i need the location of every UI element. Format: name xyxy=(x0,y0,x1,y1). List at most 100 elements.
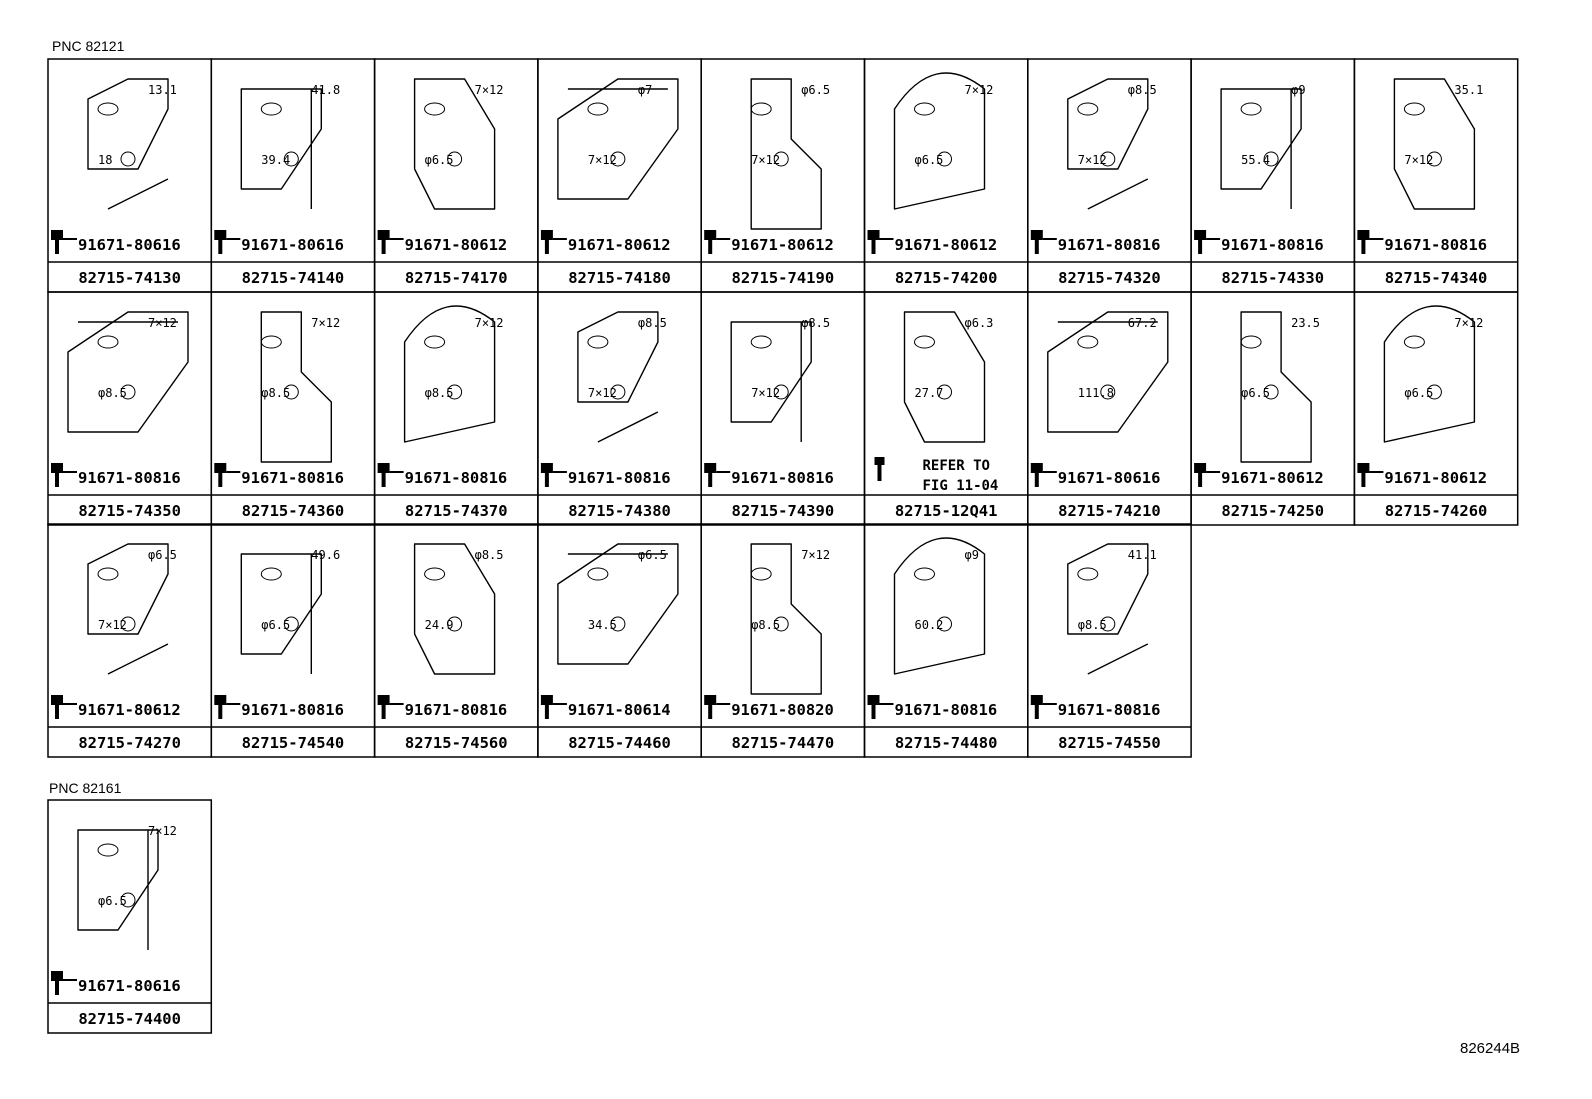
dimension-annotation: 7×12 xyxy=(588,153,617,167)
bolt-part-number: 91671-80816 xyxy=(1058,701,1161,719)
dimension-annotation: 7×12 xyxy=(1404,153,1433,167)
dimension-annotation: φ9 xyxy=(1291,83,1305,97)
bolt-part-number: 91671-80820 xyxy=(731,701,834,719)
dimension-annotation: 7×12 xyxy=(1078,153,1107,167)
bolt-part-number: 91671-80816 xyxy=(895,701,998,719)
dimension-annotation: 49.6 xyxy=(311,548,340,562)
dimension-annotation: φ8.5 xyxy=(801,316,830,330)
bolt-part-number: 91671-80816 xyxy=(1058,236,1161,254)
dimension-annotation: 24.9 xyxy=(425,618,454,632)
dimension-annotation: 7×12 xyxy=(965,83,994,97)
dimension-annotation: 60.2 xyxy=(915,618,944,632)
bolt-part-number: 91671-80612 xyxy=(1221,469,1324,487)
dimension-annotation: φ6.5 xyxy=(1404,386,1433,400)
dimension-annotation: 39.4 xyxy=(261,153,290,167)
dimension-annotation: 13.1 xyxy=(148,83,177,97)
part-number: 82715-74210 xyxy=(1058,502,1161,520)
part-number: 82715-74380 xyxy=(568,502,671,520)
part-number: 82715-74170 xyxy=(405,269,508,287)
dimension-annotation: 23.5 xyxy=(1291,316,1320,330)
bolt-part-number: 91671-80816 xyxy=(731,469,834,487)
dimension-annotation: 7×12 xyxy=(475,316,504,330)
dimension-annotation: φ7 xyxy=(638,83,652,97)
part-number: 82715-74140 xyxy=(242,269,345,287)
dimension-annotation: φ6.5 xyxy=(915,153,944,167)
part-number: 82715-74340 xyxy=(1385,269,1488,287)
figure-number: 826244B xyxy=(1460,1040,1521,1057)
dimension-annotation: 7×12 xyxy=(311,316,340,330)
dimension-annotation: φ6.5 xyxy=(425,153,454,167)
bolt-part-number: 91671-80614 xyxy=(568,701,671,719)
dimension-annotation: φ8.5 xyxy=(261,386,290,400)
bolt-part-number: 91671-80612 xyxy=(568,236,671,254)
dimension-annotation: 67.2 xyxy=(1128,316,1157,330)
part-number: 82715-74460 xyxy=(568,734,671,752)
dimension-annotation: 27.7 xyxy=(915,386,944,400)
dimension-annotation: 18 xyxy=(98,153,112,167)
part-number: 82715-74560 xyxy=(405,734,508,752)
bolt-part-number: 91671-80816 xyxy=(78,469,181,487)
bolt-part-number: 91671-80816 xyxy=(1221,236,1324,254)
dimension-annotation: 41.8 xyxy=(311,83,340,97)
dimension-annotation: φ8.5 xyxy=(425,386,454,400)
bolt-part-number: 91671-80616 xyxy=(1058,469,1161,487)
bolt-part-number: 91671-80616 xyxy=(241,236,344,254)
part-cell: 41.8 39.4 91671-80616 82715-74140 xyxy=(210,58,376,293)
dimension-annotation: φ8.5 xyxy=(1078,618,1107,632)
pnc-label-main: PNC 82121 xyxy=(52,38,125,54)
dimension-annotation: 7×12 xyxy=(98,618,127,632)
dimension-annotation: 7×12 xyxy=(148,316,177,330)
bolt-part-number: 91671-80612 xyxy=(405,236,508,254)
dimension-annotation: φ6.5 xyxy=(1241,386,1270,400)
part-cell: φ8.5 7×12 91671-80816 82715-74320 xyxy=(1027,58,1192,293)
dimension-annotation: φ8.5 xyxy=(1128,83,1157,97)
bolt-part-number: 91671-80816 xyxy=(241,469,344,487)
part-cell: 35.1 7×12 91671-80816 82715-74340 xyxy=(1353,58,1519,293)
refer-note-line2: FIG 11-04 xyxy=(923,478,999,494)
dimension-annotation: 35.1 xyxy=(1454,83,1483,97)
dimension-annotation: φ6.5 xyxy=(638,548,667,562)
part-number: 82715-74320 xyxy=(1058,269,1161,287)
dimension-annotation: φ8.5 xyxy=(475,548,504,562)
dimension-annotation: 7×12 xyxy=(751,386,780,400)
part-number: 82715-74550 xyxy=(1058,734,1161,752)
dimension-annotation: 7×12 xyxy=(751,153,780,167)
part-number: 82715-74370 xyxy=(405,502,508,520)
pnc-label-secondary: PNC 82161 xyxy=(49,780,122,796)
part-number: 82715-74360 xyxy=(242,502,345,520)
part-cell: 7×12 φ8.5 91671-80816 82715-74360 xyxy=(210,291,376,526)
dimension-annotation: 111.8 xyxy=(1078,386,1114,400)
dimension-annotation: φ6.5 xyxy=(148,548,177,562)
bolt-part-number: 91671-80612 xyxy=(1384,469,1487,487)
part-number: 82715-74330 xyxy=(1221,269,1324,287)
part-number: 82715-74200 xyxy=(895,269,998,287)
dimension-annotation: 7×12 xyxy=(1454,316,1483,330)
dimension-annotation: 34.5 xyxy=(588,618,617,632)
dimension-annotation: φ8.5 xyxy=(98,386,127,400)
bolt-part-number: 91671-80816 xyxy=(1384,236,1487,254)
part-cell: 67.2 111.8 91671-80616 82715-74210 xyxy=(1027,291,1192,526)
dimension-annotation: φ8.5 xyxy=(751,618,780,632)
dimension-annotation: φ6.5 xyxy=(98,894,127,908)
bolt-part-number: 91671-80816 xyxy=(241,701,344,719)
part-number: 82715-12Q41 xyxy=(895,502,998,520)
dimension-annotation: φ6.3 xyxy=(965,316,994,330)
